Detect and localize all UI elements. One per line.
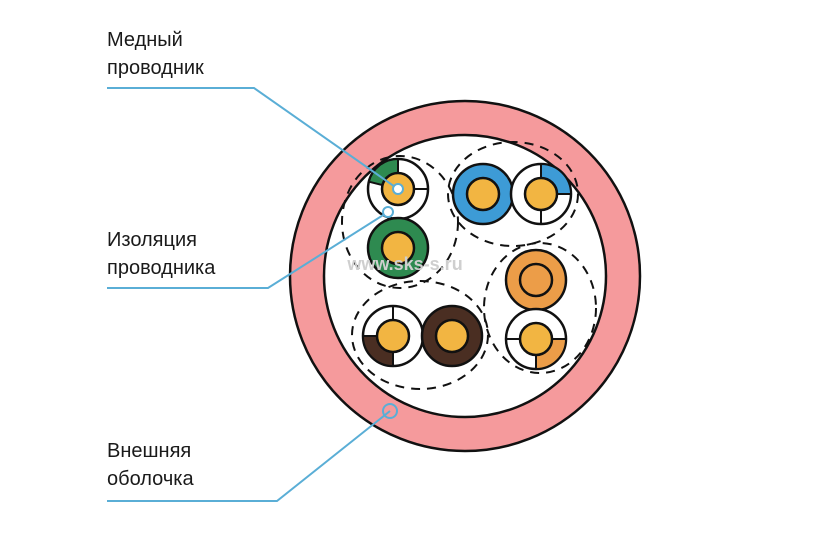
pair-boundary-brown [351,280,489,390]
label-outer-jacket: Внешняя оболочка [107,437,194,493]
label-copper-line1: Медный [107,29,183,51]
leader-insulation [107,211,389,289]
marker-insulation [382,206,394,218]
wire-brown [420,304,484,368]
wire-green [366,216,430,280]
wire-brown-white [361,304,425,368]
pair-boundary-blue [447,141,579,247]
marker-jacket [382,403,398,419]
leader-copper [107,87,399,190]
wire-blue [451,162,515,226]
label-conductor-insulation: Изоляция проводника [107,226,215,282]
pair-boundary-green [341,155,459,289]
label-jacket-line1: Внешняя [107,440,192,462]
marker-copper [392,183,404,195]
leader-jacket [107,410,391,502]
label-insulation-line2: проводника [107,257,216,279]
wire-orange-white [504,307,568,371]
label-copper-conductor: Медный проводник [107,26,204,82]
wire-orange [504,248,568,312]
wire-blue-white [509,162,573,226]
label-copper-line2: проводник [107,57,204,79]
label-jacket-line2: оболочка [107,468,194,490]
watermark: www.sks-s.ru [346,254,462,274]
label-insulation-line1: Изоляция [107,229,197,251]
wire-green-white [366,157,430,221]
pair-boundary-orange [483,242,597,374]
